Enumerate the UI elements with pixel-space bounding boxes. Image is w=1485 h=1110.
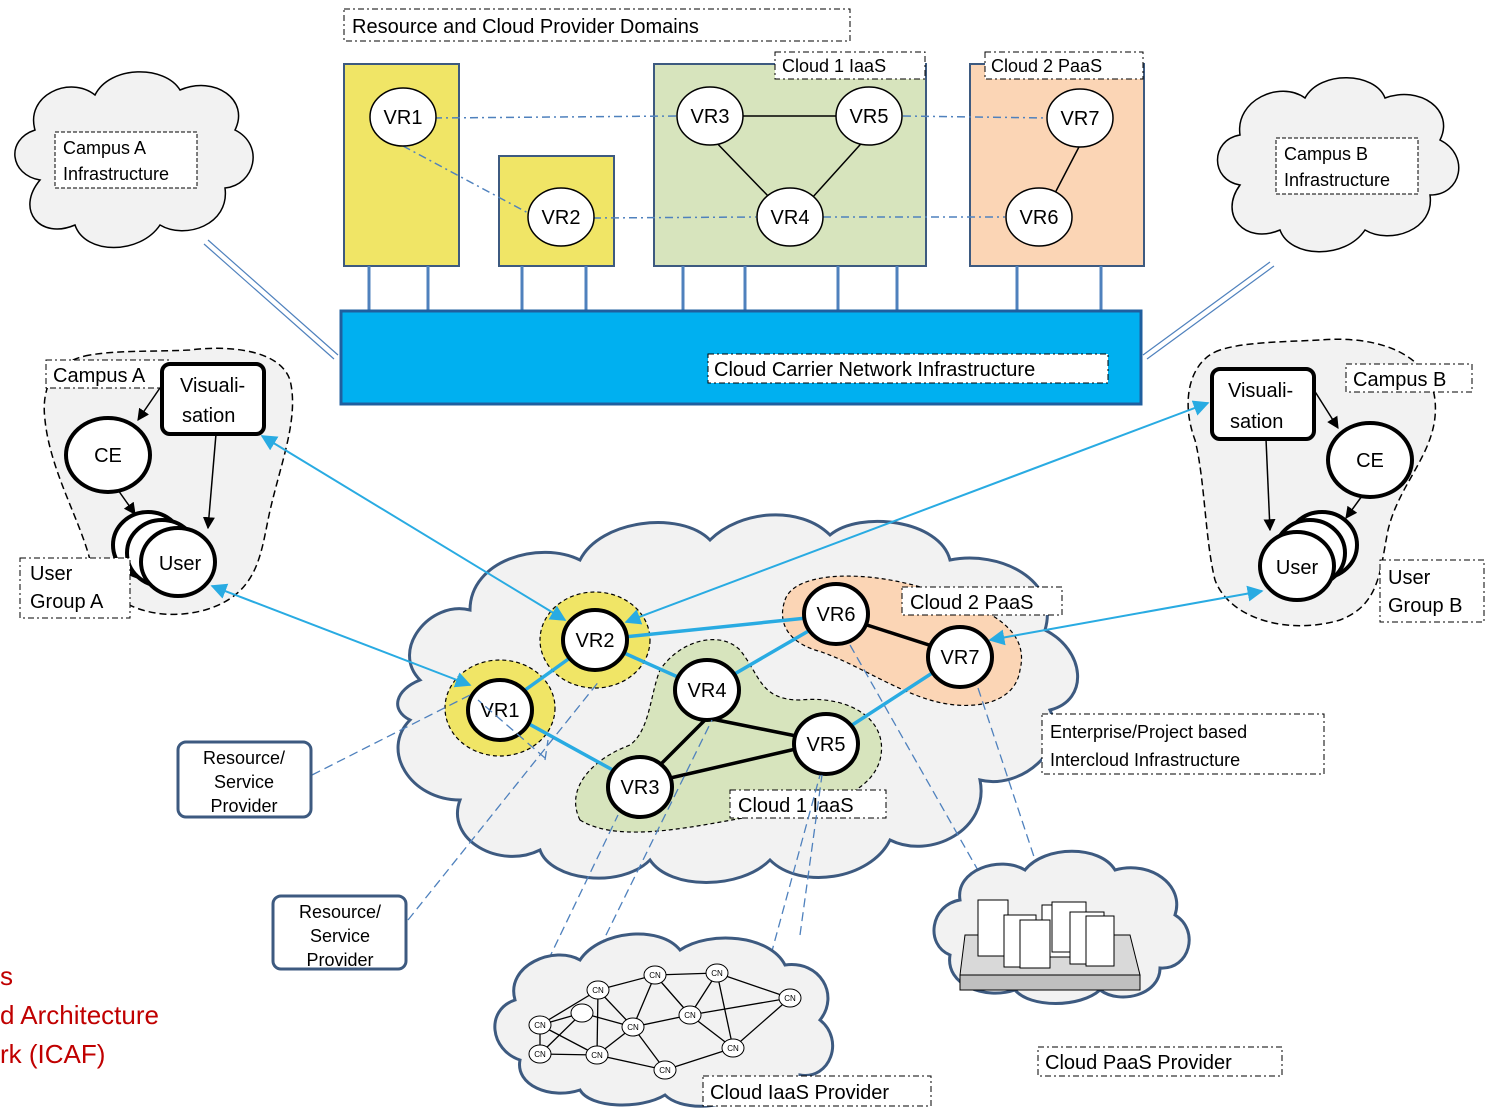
- icaf-caption: s d Architecture rk (ICAF): [0, 961, 159, 1069]
- svg-text:CN: CN: [727, 1044, 739, 1053]
- paas-server-rack: [959, 899, 1141, 991]
- svg-text:CN: CN: [534, 1050, 546, 1059]
- svg-text:Campus B: Campus B: [1353, 369, 1446, 391]
- user-group-b-label: User Group B: [1379, 559, 1485, 623]
- svg-text:Campus B: Campus B: [1284, 144, 1368, 164]
- svg-text:CE: CE: [1356, 450, 1384, 472]
- campus-b-user-stack: [1258, 510, 1359, 602]
- top-solid-links: [709, 115, 1081, 199]
- ic-vr7: VR7: [941, 647, 980, 669]
- top-vr3: VR3: [691, 106, 730, 128]
- svg-text:CN: CN: [592, 986, 604, 995]
- ic-vr2: VR2: [576, 630, 615, 652]
- svg-text:Cloud 2 PaaS: Cloud 2 PaaS: [991, 56, 1102, 76]
- svg-text:Group B: Group B: [1388, 595, 1462, 617]
- iaas-cn-labels: CN CN CN CN CN CN CN CN CN CN CN: [534, 969, 796, 1075]
- ic-vr4: VR4: [688, 680, 727, 702]
- svg-text:Campus A: Campus A: [53, 365, 146, 387]
- campus-a-visualisation: Visuali- sation: [160, 362, 266, 436]
- svg-text:Provider: Provider: [210, 796, 277, 816]
- svg-text:Provider: Provider: [306, 950, 373, 970]
- svg-text:CN: CN: [784, 994, 796, 1003]
- svg-text:CN: CN: [649, 971, 661, 980]
- ic-vr1: VR1: [481, 700, 520, 722]
- resource-domains-title: Resource and Cloud Provider Domains: [343, 8, 851, 42]
- ic-vr3: VR3: [621, 777, 660, 799]
- svg-text:Campus A: Campus A: [63, 138, 146, 158]
- carrier-network-label: Cloud Carrier Network Infrastructure: [707, 353, 1109, 384]
- svg-text:sation: sation: [1230, 411, 1283, 433]
- campus-b-ce: CE: [1326, 421, 1414, 499]
- top-vr5: VR5: [850, 106, 889, 128]
- svg-text:Infrastructure: Infrastructure: [63, 164, 169, 184]
- svg-text:Resource and Cloud Provider Do: Resource and Cloud Provider Domains: [352, 16, 699, 38]
- svg-text:Cloud 2 PaaS: Cloud 2 PaaS: [910, 592, 1033, 614]
- svg-text:sation: sation: [182, 405, 235, 427]
- svg-text:Cloud 1 IaaS: Cloud 1 IaaS: [738, 795, 854, 817]
- top-vr-nodes: [369, 86, 1114, 247]
- svg-text:CE: CE: [94, 445, 122, 467]
- svg-text:rk (ICAF): rk (ICAF): [0, 1039, 105, 1069]
- svg-text:User: User: [30, 563, 73, 585]
- campus-carrier-links: [203, 239, 1275, 360]
- svg-text:Visuali-: Visuali-: [180, 375, 245, 397]
- svg-text:User: User: [1388, 567, 1431, 589]
- svg-text:Resource/: Resource/: [299, 902, 381, 922]
- cloud1-iaas-label: Cloud 1 IaaS: [774, 51, 926, 80]
- svg-text:Infrastructure: Infrastructure: [1284, 170, 1390, 190]
- campus-access-arrows: [210, 400, 1264, 688]
- campus-a-user: User: [159, 553, 202, 575]
- top-vr4: VR4: [771, 207, 810, 229]
- rsp-box-1: Resource/ Service Provider: [176, 740, 313, 819]
- campus-b-infra-label: Campus B Infrastructure: [1275, 137, 1419, 195]
- ic-cloud1-label: Cloud 1 IaaS: [729, 789, 887, 819]
- svg-text:CN: CN: [591, 1051, 603, 1060]
- svg-text:Service: Service: [214, 772, 274, 792]
- campus-a-ce: CE: [64, 416, 152, 494]
- svg-text:CN: CN: [534, 1021, 546, 1030]
- svg-text:Cloud IaaS Provider: Cloud IaaS Provider: [710, 1082, 889, 1104]
- campus-b-arrows: [1263, 389, 1363, 532]
- campus-a-infra-label: Campus A Infrastructure: [54, 131, 198, 189]
- svg-text:Visuali-: Visuali-: [1228, 380, 1293, 402]
- paas-provider-label: Cloud PaaS Provider: [1037, 1046, 1283, 1077]
- cloud2-paas-label: Cloud 2 PaaS: [984, 51, 1144, 80]
- svg-text:Resource/: Resource/: [203, 748, 285, 768]
- svg-text:CN: CN: [659, 1066, 671, 1075]
- campus-a-arrows: [117, 384, 217, 530]
- campus-a-label: Campus A: [45, 359, 171, 389]
- iaas-provider-label: Cloud IaaS Provider: [702, 1075, 932, 1107]
- rsp-box-2: Resource/ Service Provider: [271, 894, 408, 971]
- svg-text:Cloud PaaS Provider: Cloud PaaS Provider: [1045, 1052, 1232, 1074]
- iaas-cn-nodes: [528, 963, 802, 1080]
- svg-text:Cloud Carrier Network Infrastr: Cloud Carrier Network Infrastructure: [714, 359, 1035, 381]
- ic-cloud2-label: Cloud 2 PaaS: [901, 586, 1063, 616]
- top-dashdot-links: [402, 115, 1049, 219]
- intercloud-vr-nodes: [466, 582, 994, 819]
- ic-vr6: VR6: [817, 604, 856, 626]
- enterprise-intercloud-label: Enterprise/Project based Intercloud Infr…: [1041, 713, 1325, 775]
- top-vr6: VR6: [1020, 207, 1059, 229]
- user-group-a-label: User Group A: [19, 557, 131, 619]
- top-vr7: VR7: [1061, 108, 1100, 130]
- domain-connectors: [367, 266, 1103, 312]
- svg-text:Intercloud Infrastructure: Intercloud Infrastructure: [1050, 750, 1240, 770]
- top-vr1: VR1: [384, 107, 423, 129]
- svg-text:CN: CN: [684, 1011, 696, 1020]
- svg-text:Group A: Group A: [30, 591, 104, 613]
- campus-b-user: User: [1276, 557, 1319, 579]
- svg-text:Enterprise/Project based: Enterprise/Project based: [1050, 722, 1247, 742]
- svg-text:d Architecture: d Architecture: [0, 1000, 159, 1030]
- svg-text:CN: CN: [711, 969, 723, 978]
- svg-text:Cloud 1 IaaS: Cloud 1 IaaS: [782, 56, 886, 76]
- ic-vr5: VR5: [807, 734, 846, 756]
- svg-text:CN: CN: [627, 1023, 639, 1032]
- svg-text:Service: Service: [310, 926, 370, 946]
- top-vr2: VR2: [542, 207, 581, 229]
- svg-text:s: s: [0, 961, 13, 991]
- campus-b-label: Campus B: [1345, 363, 1473, 393]
- campus-b-visualisation: Visuali- sation: [1210, 367, 1316, 441]
